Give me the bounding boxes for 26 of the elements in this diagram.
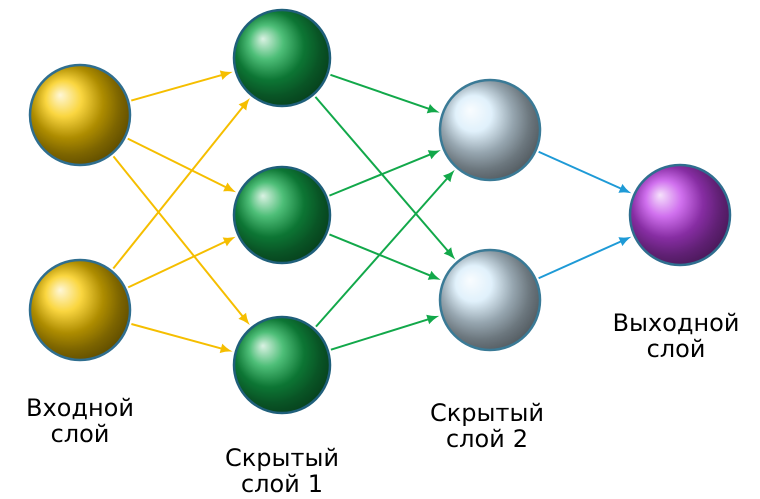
arrow bbox=[131, 323, 230, 353]
neuron-circle bbox=[28, 258, 132, 362]
arrow bbox=[330, 74, 438, 113]
neuron-circle bbox=[628, 164, 732, 266]
layer-label: Скрытый слой 1 bbox=[226, 448, 337, 492]
arrow bbox=[128, 237, 234, 288]
layer-label: Входной слой bbox=[28, 398, 132, 442]
arrow bbox=[112, 156, 248, 324]
arrow bbox=[314, 96, 454, 258]
layer-label: Скрытый слой 2 bbox=[431, 402, 542, 448]
arrow bbox=[330, 315, 437, 351]
layer-label: Выходной слой bbox=[614, 312, 738, 358]
neuron-circle bbox=[438, 78, 542, 182]
neuron-circle bbox=[232, 316, 332, 414]
arrow bbox=[538, 150, 629, 193]
arrow bbox=[538, 237, 629, 280]
arrow bbox=[130, 70, 230, 102]
arrow bbox=[329, 150, 438, 197]
arrow bbox=[112, 100, 249, 270]
neuron-circle bbox=[232, 8, 332, 108]
arrow bbox=[127, 138, 234, 192]
arrow bbox=[329, 233, 438, 280]
neuron-circle bbox=[438, 248, 542, 352]
neuron-circle bbox=[232, 166, 332, 264]
arrow bbox=[315, 172, 454, 328]
neuron-circle bbox=[28, 64, 132, 166]
